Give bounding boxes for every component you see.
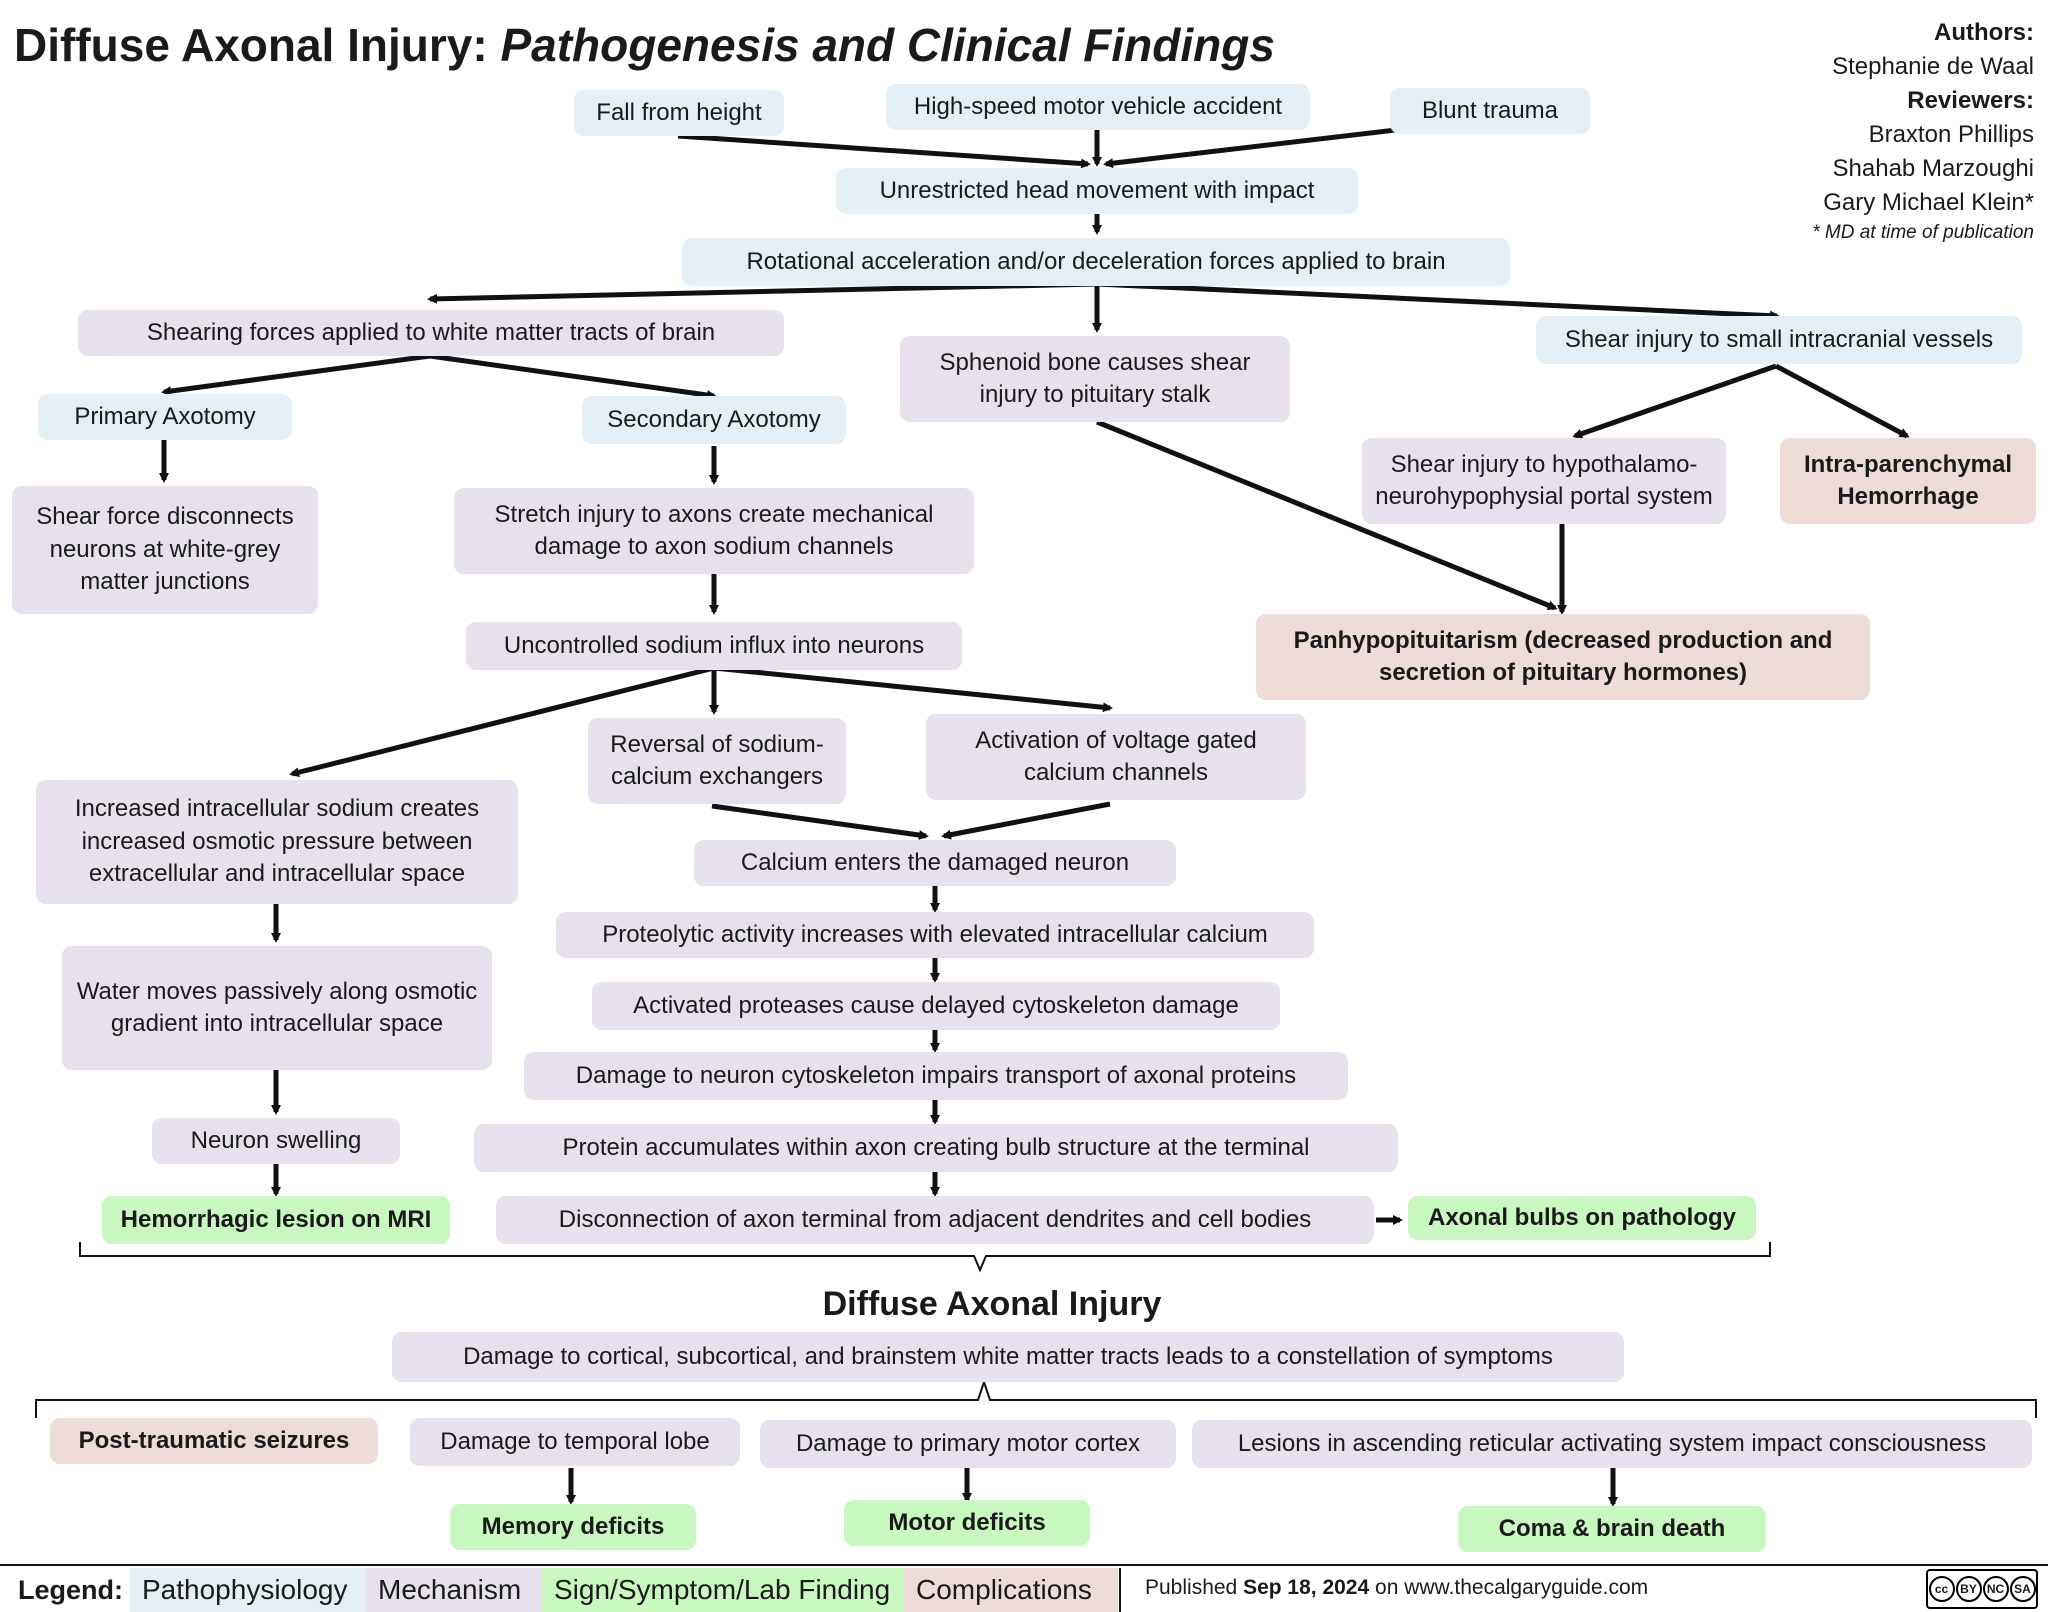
reviewer-name: Gary Michael Klein*	[1823, 189, 2034, 217]
cc-license-icon: cc BY NC SA	[1926, 1569, 2038, 1609]
published-line: Published Sep 18, 2024 on www.thecalgary…	[1145, 1576, 1648, 1600]
node-calcium-enters: Calcium enters the damaged neuron	[694, 840, 1176, 886]
node-intraparenchymal: Intra-parenchymal Hemorrhage	[1780, 438, 2036, 524]
legend-mechanism: Mechanism	[366, 1568, 542, 1612]
node-primary-axotomy: Primary Axotomy	[38, 394, 292, 440]
braces	[35, 1242, 2037, 1418]
node-water: Water moves passively along osmotic grad…	[62, 946, 492, 1070]
legend-complications: Complications	[904, 1568, 1118, 1612]
title-main: Diffuse Axonal Injury:	[14, 19, 488, 71]
node-rotational: Rotational acceleration and/or decelerat…	[682, 238, 1510, 286]
node-shearing: Shearing forces applied to white matter …	[78, 310, 784, 356]
node-vessels: Shear injury to small intracranial vesse…	[1536, 316, 2022, 364]
authors-label: Authors:	[1934, 19, 2034, 46]
authors-block: Authors: Stephanie de Waal Reviewers: Br…	[1812, 16, 2034, 247]
md-note: * MD at time of publication	[1812, 222, 2034, 244]
node-stretch: Stretch injury to axons create mechanica…	[454, 488, 974, 574]
node-osmotic: Increased intracellular sodium creates i…	[36, 780, 518, 904]
node-hypothalamo: Shear injury to hypothalamo-neurohypophy…	[1362, 438, 1726, 524]
by-icon: BY	[1955, 1576, 1982, 1602]
published-prefix: Published	[1145, 1576, 1238, 1599]
page-title: Diffuse Axonal Injury: Pathogenesis and …	[14, 18, 1275, 72]
title-sub: Pathogenesis and Clinical Findings	[500, 19, 1275, 71]
node-proteases: Activated proteases cause delayed cytosk…	[592, 982, 1280, 1030]
node-temporal: Damage to temporal lobe	[410, 1418, 740, 1466]
node-protein-accumulates: Protein accumulates within axon creating…	[474, 1124, 1398, 1172]
node-panhypopituitarism: Panhypopituitarism (decreased production…	[1256, 614, 1870, 700]
legend-sign-symptom: Sign/Symptom/Lab Finding	[542, 1568, 904, 1612]
node-motor-deficits: Motor deficits	[844, 1500, 1090, 1546]
node-cytoskeleton: Damage to neuron cytoskeleton impairs tr…	[524, 1052, 1348, 1100]
node-hemorrhagic-mri: Hemorrhagic lesion on MRI	[102, 1196, 450, 1244]
node-swelling: Neuron swelling	[152, 1118, 400, 1164]
node-reversal: Reversal of sodium-calcium exchangers	[588, 718, 846, 804]
legend-pathophysiology: Pathophysiology	[130, 1568, 366, 1612]
node-blunt: Blunt trauma	[1390, 88, 1590, 134]
node-motor-cortex: Damage to primary motor cortex	[760, 1420, 1176, 1468]
reviewers-label: Reviewers:	[1907, 87, 2034, 115]
node-memory-deficits: Memory deficits	[450, 1504, 696, 1550]
node-sodium-influx: Uncontrolled sodium influx into neurons	[466, 622, 962, 670]
author-name: Stephanie de Waal	[1832, 53, 2034, 81]
node-shear-disconnect: Shear force disconnects neurons at white…	[12, 486, 318, 614]
dai-title: Diffuse Axonal Injury	[822, 1285, 1162, 1323]
published-suffix: on www.thecalgaryguide.com	[1375, 1576, 1649, 1599]
node-aras: Lesions in ascending reticular activatin…	[1192, 1420, 2032, 1468]
node-secondary-axotomy: Secondary Axotomy	[582, 396, 846, 444]
reviewer-name: Shahab Marzoughi	[1832, 155, 2034, 183]
nc-icon: NC	[1982, 1576, 2009, 1602]
node-coma: Coma & brain death	[1458, 1506, 1766, 1552]
node-proteolytic: Proteolytic activity increases with elev…	[556, 912, 1314, 958]
node-seizures: Post-traumatic seizures	[50, 1418, 378, 1464]
cc-icon: cc	[1928, 1576, 1955, 1602]
node-dai-description: Damage to cortical, subcortical, and bra…	[392, 1332, 1624, 1382]
node-fall: Fall from height	[574, 90, 784, 136]
node-disconnection: Disconnection of axon terminal from adja…	[496, 1196, 1374, 1244]
node-unrestricted: Unrestricted head movement with impact	[836, 168, 1358, 214]
node-mva: High-speed motor vehicle accident	[886, 84, 1310, 130]
legend-label: Legend:	[18, 1574, 123, 1605]
published-date: Sep 18, 2024	[1243, 1576, 1370, 1599]
node-axonal-bulbs: Axonal bulbs on pathology	[1408, 1196, 1756, 1240]
reviewer-name: Braxton Phillips	[1868, 121, 2034, 149]
node-sphenoid: Sphenoid bone causes shear injury to pit…	[900, 336, 1290, 422]
sa-icon: SA	[2009, 1576, 2036, 1602]
node-voltage: Activation of voltage gated calcium chan…	[926, 714, 1306, 800]
